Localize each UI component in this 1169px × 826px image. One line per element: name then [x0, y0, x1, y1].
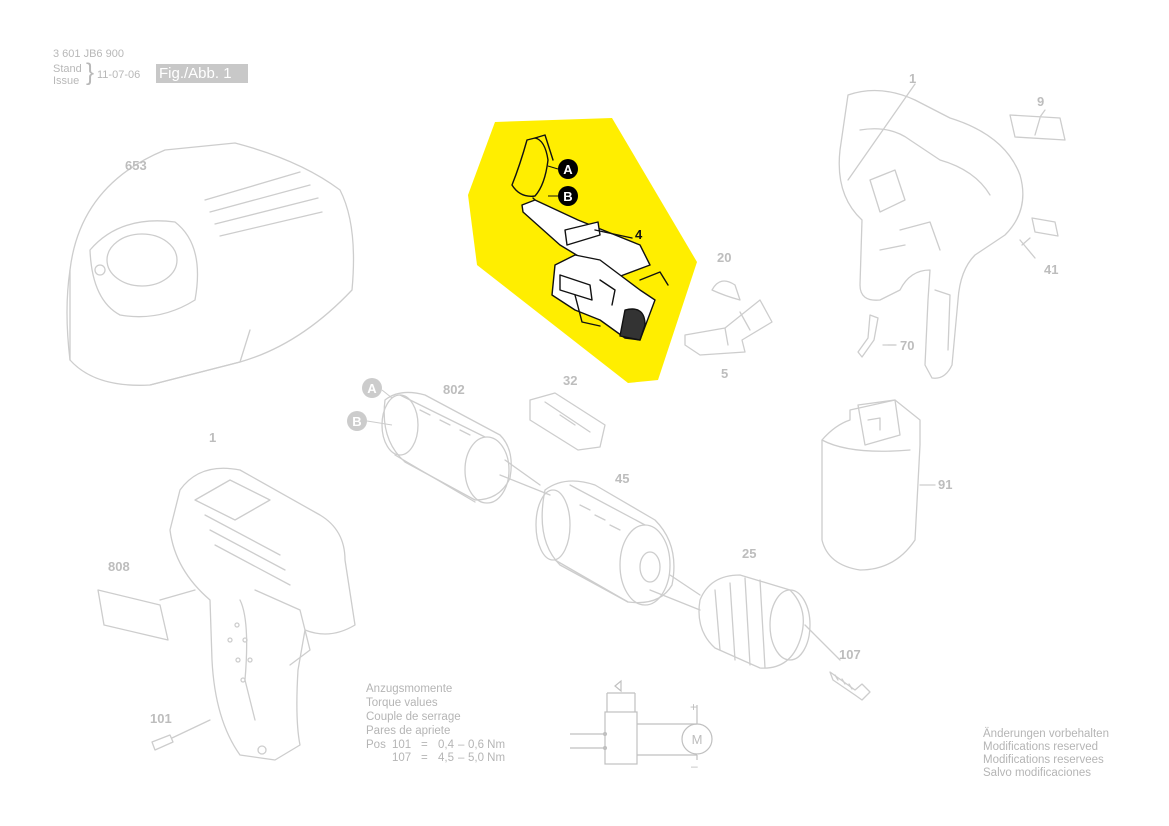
part-91-battery[interactable]: [821, 399, 936, 571]
label-1-top: 1: [909, 71, 916, 86]
torque-title-es: Pares de apriete: [366, 725, 451, 737]
stand-label: Stand: [53, 63, 82, 75]
part-20[interactable]: [711, 280, 741, 301]
part-1-housing-right[interactable]: [838, 89, 1024, 379]
connector-b-marker[interactable]: B: [558, 186, 578, 206]
part-9-label[interactable]: [1009, 109, 1066, 141]
torque-row1-min: 0,4: [438, 739, 454, 751]
motor-symbol-label: M: [692, 732, 703, 747]
connector-b-text: B: [563, 189, 572, 204]
switch-drawing: [511, 134, 669, 341]
connector-b-ghost-marker: B: [347, 411, 367, 431]
circuit-minus: –: [691, 759, 698, 773]
part-5-shuttle[interactable]: [684, 299, 773, 356]
part-653-charger[interactable]: [66, 142, 355, 386]
torque-row2-min: 4,5: [438, 752, 454, 764]
modifications-fr: Modifications reservees: [983, 754, 1104, 766]
torque-title-de: Anzugsmomente: [366, 683, 453, 695]
part-107-screw[interactable]: [829, 671, 871, 701]
part-101-screw[interactable]: [151, 719, 211, 751]
label-70: 70: [900, 338, 914, 353]
label-808: 808: [108, 559, 130, 574]
part-45-gearbox[interactable]: [535, 480, 701, 606]
torque-row2-max: 5,0 Nm: [468, 752, 506, 764]
modifications-es: Salvo modificaciones: [983, 767, 1092, 779]
connector-a-text: A: [563, 162, 573, 177]
label-107: 107: [839, 647, 861, 662]
ghost-connector-leaders: [366, 389, 393, 426]
torque-row2-dash: –: [458, 752, 465, 764]
modifications-en: Modifications reserved: [983, 741, 1099, 753]
part-32[interactable]: [529, 392, 606, 451]
part-number: 3 601 JB6 900: [53, 48, 124, 60]
figure-label: Fig./Abb. 1: [156, 64, 248, 83]
label-653: 653: [125, 158, 147, 173]
label-91: 91: [938, 477, 952, 492]
label-45: 45: [615, 471, 629, 486]
connector-a-marker[interactable]: A: [558, 159, 578, 179]
part-labels: 1 9 41 70 653 4 20 5 802 32 45 91 25 808…: [108, 71, 1058, 726]
label-101: 101: [150, 711, 172, 726]
torque-row1-max: 0,6 Nm: [468, 739, 506, 751]
torque-row1-eq: =: [421, 739, 428, 751]
part-70-clip[interactable]: [857, 314, 897, 358]
torque-title-en: Torque values: [366, 697, 438, 709]
part-808-label[interactable]: [97, 589, 196, 641]
torque-pos-label: Pos: [366, 739, 386, 751]
label-4: 4: [635, 227, 643, 242]
issue-label: Issue: [53, 75, 80, 87]
part-4-switch-highlight[interactable]: [468, 118, 697, 383]
part-1-housing-left[interactable]: [169, 467, 356, 761]
circuit-schematic: [570, 679, 713, 765]
issue-date: 11-07-06: [97, 69, 141, 81]
label-802: 802: [443, 382, 465, 397]
circuit-plus: +: [690, 700, 697, 714]
torque-row1-dash: –: [458, 739, 465, 751]
torque-title-fr: Couple de serrage: [366, 711, 461, 723]
connector-a-ghost-text: A: [367, 381, 377, 396]
connector-leaders: [547, 165, 559, 197]
part-41[interactable]: [1021, 217, 1059, 246]
label-25: 25: [742, 546, 756, 561]
part-802-motor[interactable]: [381, 391, 551, 504]
torque-row2-pos: 107: [392, 752, 412, 764]
label-20: 20: [717, 250, 731, 265]
label-5: 5: [721, 366, 728, 381]
brace-glyph: }: [86, 59, 95, 86]
label-32: 32: [563, 373, 577, 388]
torque-row1-pos: 101: [392, 739, 412, 751]
connector-a-ghost-marker: A: [362, 378, 382, 398]
torque-row2-eq: =: [421, 752, 428, 764]
leader-lines: [504, 83, 1041, 611]
connector-b-ghost-text: B: [352, 414, 361, 429]
label-41: 41: [1044, 262, 1058, 277]
part-25-chuck[interactable]: [698, 574, 841, 669]
modifications-de: Änderungen vorbehalten: [983, 728, 1109, 740]
label-9: 9: [1037, 94, 1044, 109]
label-1-bottom: 1: [209, 430, 216, 445]
